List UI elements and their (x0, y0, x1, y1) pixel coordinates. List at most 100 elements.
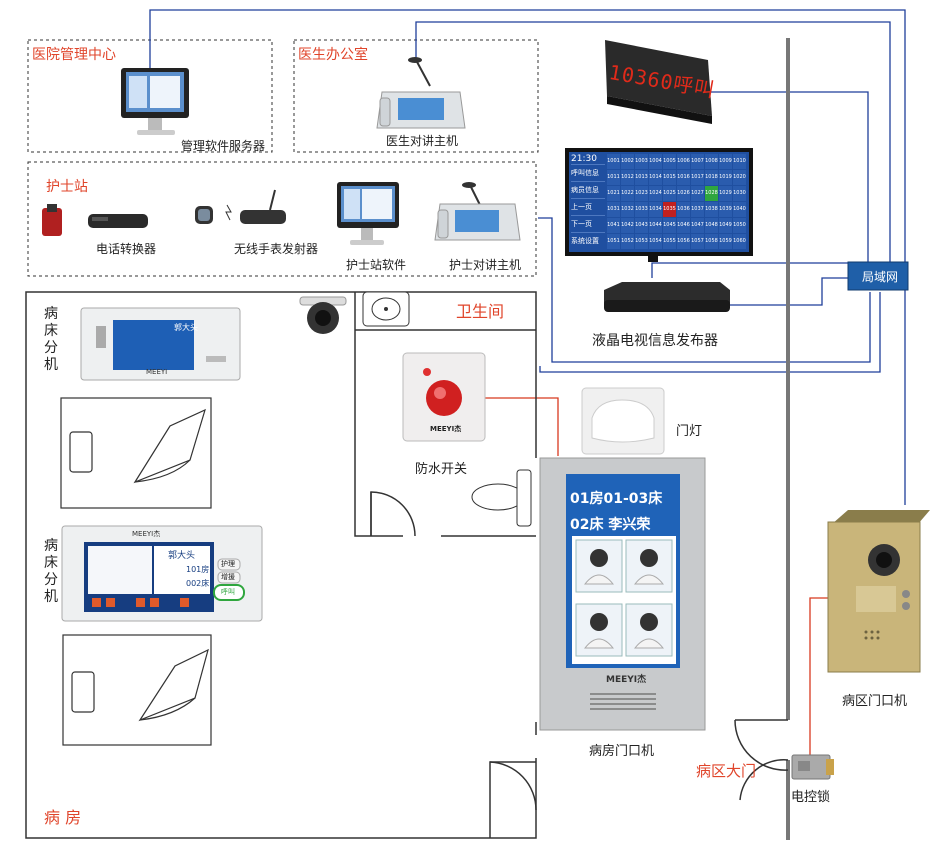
lcd-publisher-label: 液晶电视信息发布器 (592, 333, 718, 349)
tv-room-cell[interactable]: 1031 (607, 202, 620, 217)
bed-unit-1-name: 郭大头 (174, 323, 198, 332)
tv-room-cell[interactable]: 1017 (691, 170, 704, 185)
tv-room-cell[interactable]: 1034 (649, 202, 662, 217)
tv-menu-item[interactable]: 上一页 (571, 198, 605, 215)
tv-room-cell[interactable]: 1037 (691, 202, 704, 217)
tv-room-cell[interactable]: 1060 (733, 234, 746, 249)
bed-extension-2-label: 病床分机 (44, 538, 58, 605)
tv-room-cell[interactable]: 1045 (663, 218, 676, 233)
electric-lock-device (791, 754, 834, 780)
tv-room-cell[interactable]: 1054 (649, 234, 662, 249)
tv-room-cell[interactable]: 1027 (691, 186, 704, 201)
tv-room-cell[interactable]: 1018 (705, 170, 718, 185)
tv-room-cell[interactable]: 1048 (705, 218, 718, 233)
tv-room-cell[interactable]: 1011 (607, 170, 620, 185)
tv-room-cell[interactable]: 1025 (663, 186, 676, 201)
led-sign-device (605, 40, 712, 124)
tv-room-cell[interactable]: 1032 (621, 202, 634, 217)
tv-room-cell[interactable]: 1051 (607, 234, 620, 249)
tv-room-cell[interactable]: 1020 (733, 170, 746, 185)
tv-room-cell[interactable]: 1028 (705, 186, 718, 201)
nurse-software-label: 护士站软件 (346, 258, 407, 272)
door-light-label: 门灯 (676, 424, 703, 439)
tv-room-cell[interactable]: 1023 (635, 186, 648, 201)
tv-room-cell[interactable]: 1001 (607, 154, 620, 169)
tv-room-cell[interactable]: 1026 (677, 186, 690, 201)
phone-converter-label: 电话转换器 (96, 242, 157, 256)
tv-room-cell[interactable]: 1053 (635, 234, 648, 249)
tv-room-cell[interactable]: 1022 (621, 186, 634, 201)
tv-room-cell[interactable]: 1019 (719, 170, 732, 185)
door-panel-line1: 01房01-03床 (570, 491, 663, 507)
tv-room-cell[interactable]: 1012 (621, 170, 634, 185)
tv-room-cell[interactable]: 1059 (719, 234, 732, 249)
tv-room-cell[interactable]: 1058 (705, 234, 718, 249)
bed-unit-2-add-button[interactable]: 增援 (221, 573, 235, 581)
tv-room-cell[interactable]: 1029 (719, 186, 732, 201)
door-panel-brand: MEEYI杰 (606, 675, 647, 685)
wireless-transmitter-label: 无线手表发射器 (234, 242, 319, 256)
tv-menu-item[interactable]: 病员信息 (571, 181, 605, 198)
tv-room-cell[interactable]: 1030 (733, 186, 746, 201)
tv-room-cell[interactable]: 1046 (677, 218, 690, 233)
tv-menu-item[interactable]: 系统设置 (571, 232, 605, 249)
wash-basin (362, 291, 410, 327)
tv-menu-item[interactable]: 下一页 (571, 215, 605, 232)
signal-lines (485, 397, 830, 770)
tv-room-cell[interactable]: 1010 (733, 154, 746, 169)
bed-unit-2-bed: 002床 (186, 579, 210, 588)
tv-room-cell[interactable]: 1043 (635, 218, 648, 233)
tv-room-cell[interactable]: 1003 (635, 154, 648, 169)
doctor-intercom-label: 医生对讲主机 (386, 134, 459, 148)
tv-room-cell[interactable]: 1039 (719, 202, 732, 217)
tv-room-cell[interactable]: 1033 (635, 202, 648, 217)
nurse-intercom-device (434, 182, 521, 241)
tv-room-cell[interactable]: 1055 (663, 234, 676, 249)
beds (60, 397, 212, 746)
tv-room-cell[interactable]: 1052 (621, 234, 634, 249)
door-light-device (581, 387, 665, 455)
doctor-intercom-device (376, 57, 466, 129)
tv-room-cell[interactable]: 1009 (719, 154, 732, 169)
room-door-unit-device (539, 457, 706, 731)
bed-unit-1-brand: MEEYI (146, 368, 168, 376)
tv-room-cell[interactable]: 1005 (663, 154, 676, 169)
lan-box (847, 261, 909, 291)
ward-label: 病 房 (44, 808, 82, 827)
tv-room-cell[interactable]: 1015 (663, 170, 676, 185)
tv-room-cell[interactable]: 1014 (649, 170, 662, 185)
tv-room-cell[interactable]: 1002 (621, 154, 634, 169)
tv-room-cell[interactable]: 1016 (677, 170, 690, 185)
tv-room-cell[interactable]: 1035 (663, 202, 676, 217)
tv-room-cell[interactable]: 1006 (677, 154, 690, 169)
tv-room-cell[interactable]: 1004 (649, 154, 662, 169)
tv-room-cell[interactable]: 1007 (691, 154, 704, 169)
tv-room-cell[interactable]: 1044 (649, 218, 662, 233)
nurse-station-label: 护士站 (46, 179, 88, 195)
tv-room-cell[interactable]: 1021 (607, 186, 620, 201)
bed-extension-1-label: 病床分机 (44, 306, 58, 373)
tv-room-cell[interactable]: 1049 (719, 218, 732, 233)
ward-room (25, 291, 789, 839)
bed-unit-2-call-button[interactable]: 呼叫 (221, 588, 235, 596)
tv-room-cell[interactable]: 1047 (691, 218, 704, 233)
tv-room-cell[interactable]: 1042 (621, 218, 634, 233)
tv-room-cell[interactable]: 1057 (691, 234, 704, 249)
ward-door-unit-device (827, 510, 930, 673)
bathroom-label: 卫生间 (456, 302, 505, 321)
tv-menu-item[interactable]: 呼叫信息 (571, 164, 605, 181)
tv-room-cell[interactable]: 1024 (649, 186, 662, 201)
tv-room-cell[interactable]: 1036 (677, 202, 690, 217)
tv-room-cell[interactable]: 1013 (635, 170, 648, 185)
lan-label: 局域网 (862, 270, 899, 284)
tv-room-cell[interactable]: 1041 (607, 218, 620, 233)
tv-room-cell[interactable]: 1008 (705, 154, 718, 169)
tv-room-cell[interactable]: 1050 (733, 218, 746, 233)
electric-lock-label: 电控锁 (791, 790, 831, 805)
tv-room-cell[interactable]: 1040 (733, 202, 746, 217)
bed-unit-2-care-button[interactable]: 护理 (221, 560, 235, 568)
tv-room-cell[interactable]: 1056 (677, 234, 690, 249)
tv-room-cell[interactable]: 1038 (705, 202, 718, 217)
